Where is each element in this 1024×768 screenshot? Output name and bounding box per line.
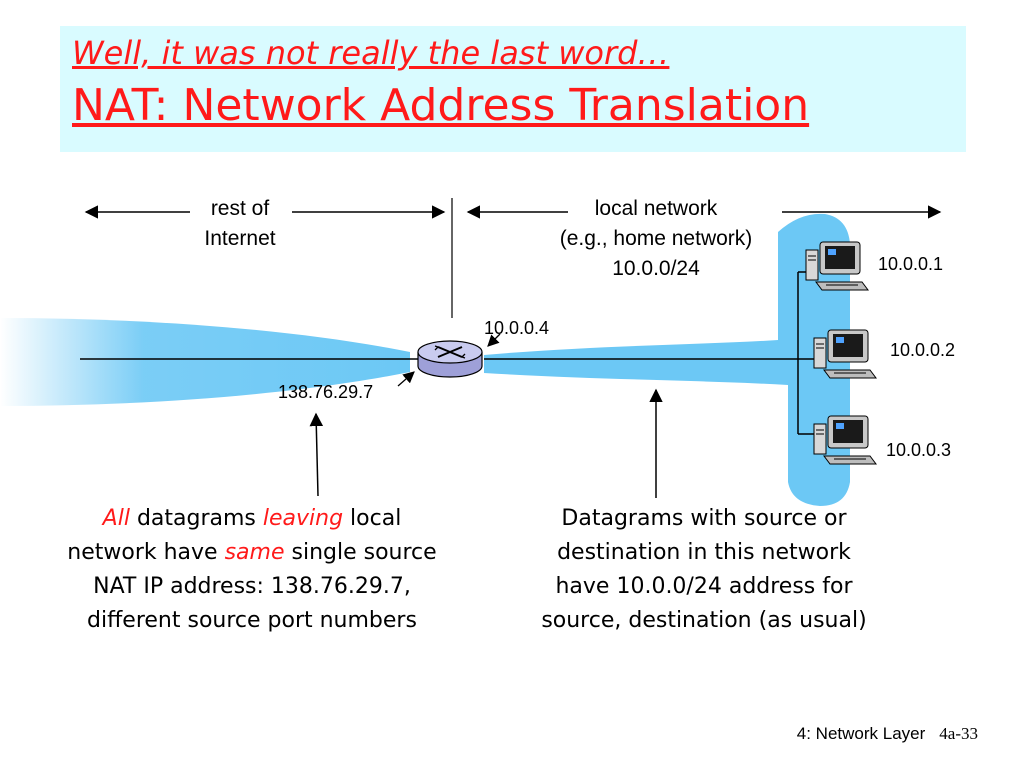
slide-subtitle: Well, it was not really the last word… [72,34,670,72]
router-external-ip: 138.76.29.7 [278,382,374,402]
right-note-line4: source, destination (as usual) [541,608,867,633]
local-network-line1: local network [594,197,718,220]
host-ip-1: 10.0.0.1 [878,254,944,274]
local-network-shape [484,213,850,506]
left-note-line3: NAT IP address: 138.76.29.7, [93,574,411,599]
left-note-line2: network have same single source [20,536,484,570]
computer-icon-1 [805,241,869,291]
slide-title: NAT: Network Address Translation [72,80,810,131]
right-note-line2: destination in this network [557,540,851,565]
rest-of-internet-line1: rest of [210,197,270,220]
host-ip-3: 10.0.0.3 [886,440,952,460]
computer-icon-3 [813,415,877,465]
emphasis-same: same [224,540,285,565]
arrow-left-note [309,412,324,497]
arrow-external-ip [397,371,415,387]
local-network-line3: 10.0.0/24 [612,257,700,280]
router-internal-ip: 10.0.0.4 [484,318,550,338]
left-note-line4: different source port numbers [87,608,417,633]
right-note-line3: have 10.0.0/24 address for [555,574,853,599]
text-single-source: single source [284,540,437,565]
text-network-have: network have [67,540,225,565]
internet-link-shape [0,318,410,406]
text-local: local [343,506,402,531]
footer-chapter: 4: Network Layer [796,724,926,743]
right-note-line1: Datagrams with source or [561,506,847,531]
emphasis-all: All [102,506,130,531]
arrow-internal-ip [487,333,501,347]
computer-icon-2 [813,329,877,379]
host-ip-2: 10.0.0.2 [890,340,956,360]
router-icon [417,340,483,378]
text-datagrams: datagrams [129,506,263,531]
rest-of-internet-line2: Internet [204,227,276,250]
footer-page-number: 4a-33 [939,724,978,743]
local-network-line2: (e.g., home network) [559,227,753,250]
local-network-label: local network (e.g., home network) 10.0.… [520,194,792,284]
left-note-line1: All datagrams leaving local [20,502,484,536]
emphasis-leaving: leaving [262,506,344,531]
title-box: Well, it was not really the last word… N… [60,26,966,152]
right-note: Datagrams with source or destination in … [486,502,922,638]
rest-of-internet-label: rest of Internet [178,194,302,254]
slide-footer: 4: Network Layer 4a-33 [797,724,978,744]
left-note: All datagrams leaving local network have… [20,502,484,638]
